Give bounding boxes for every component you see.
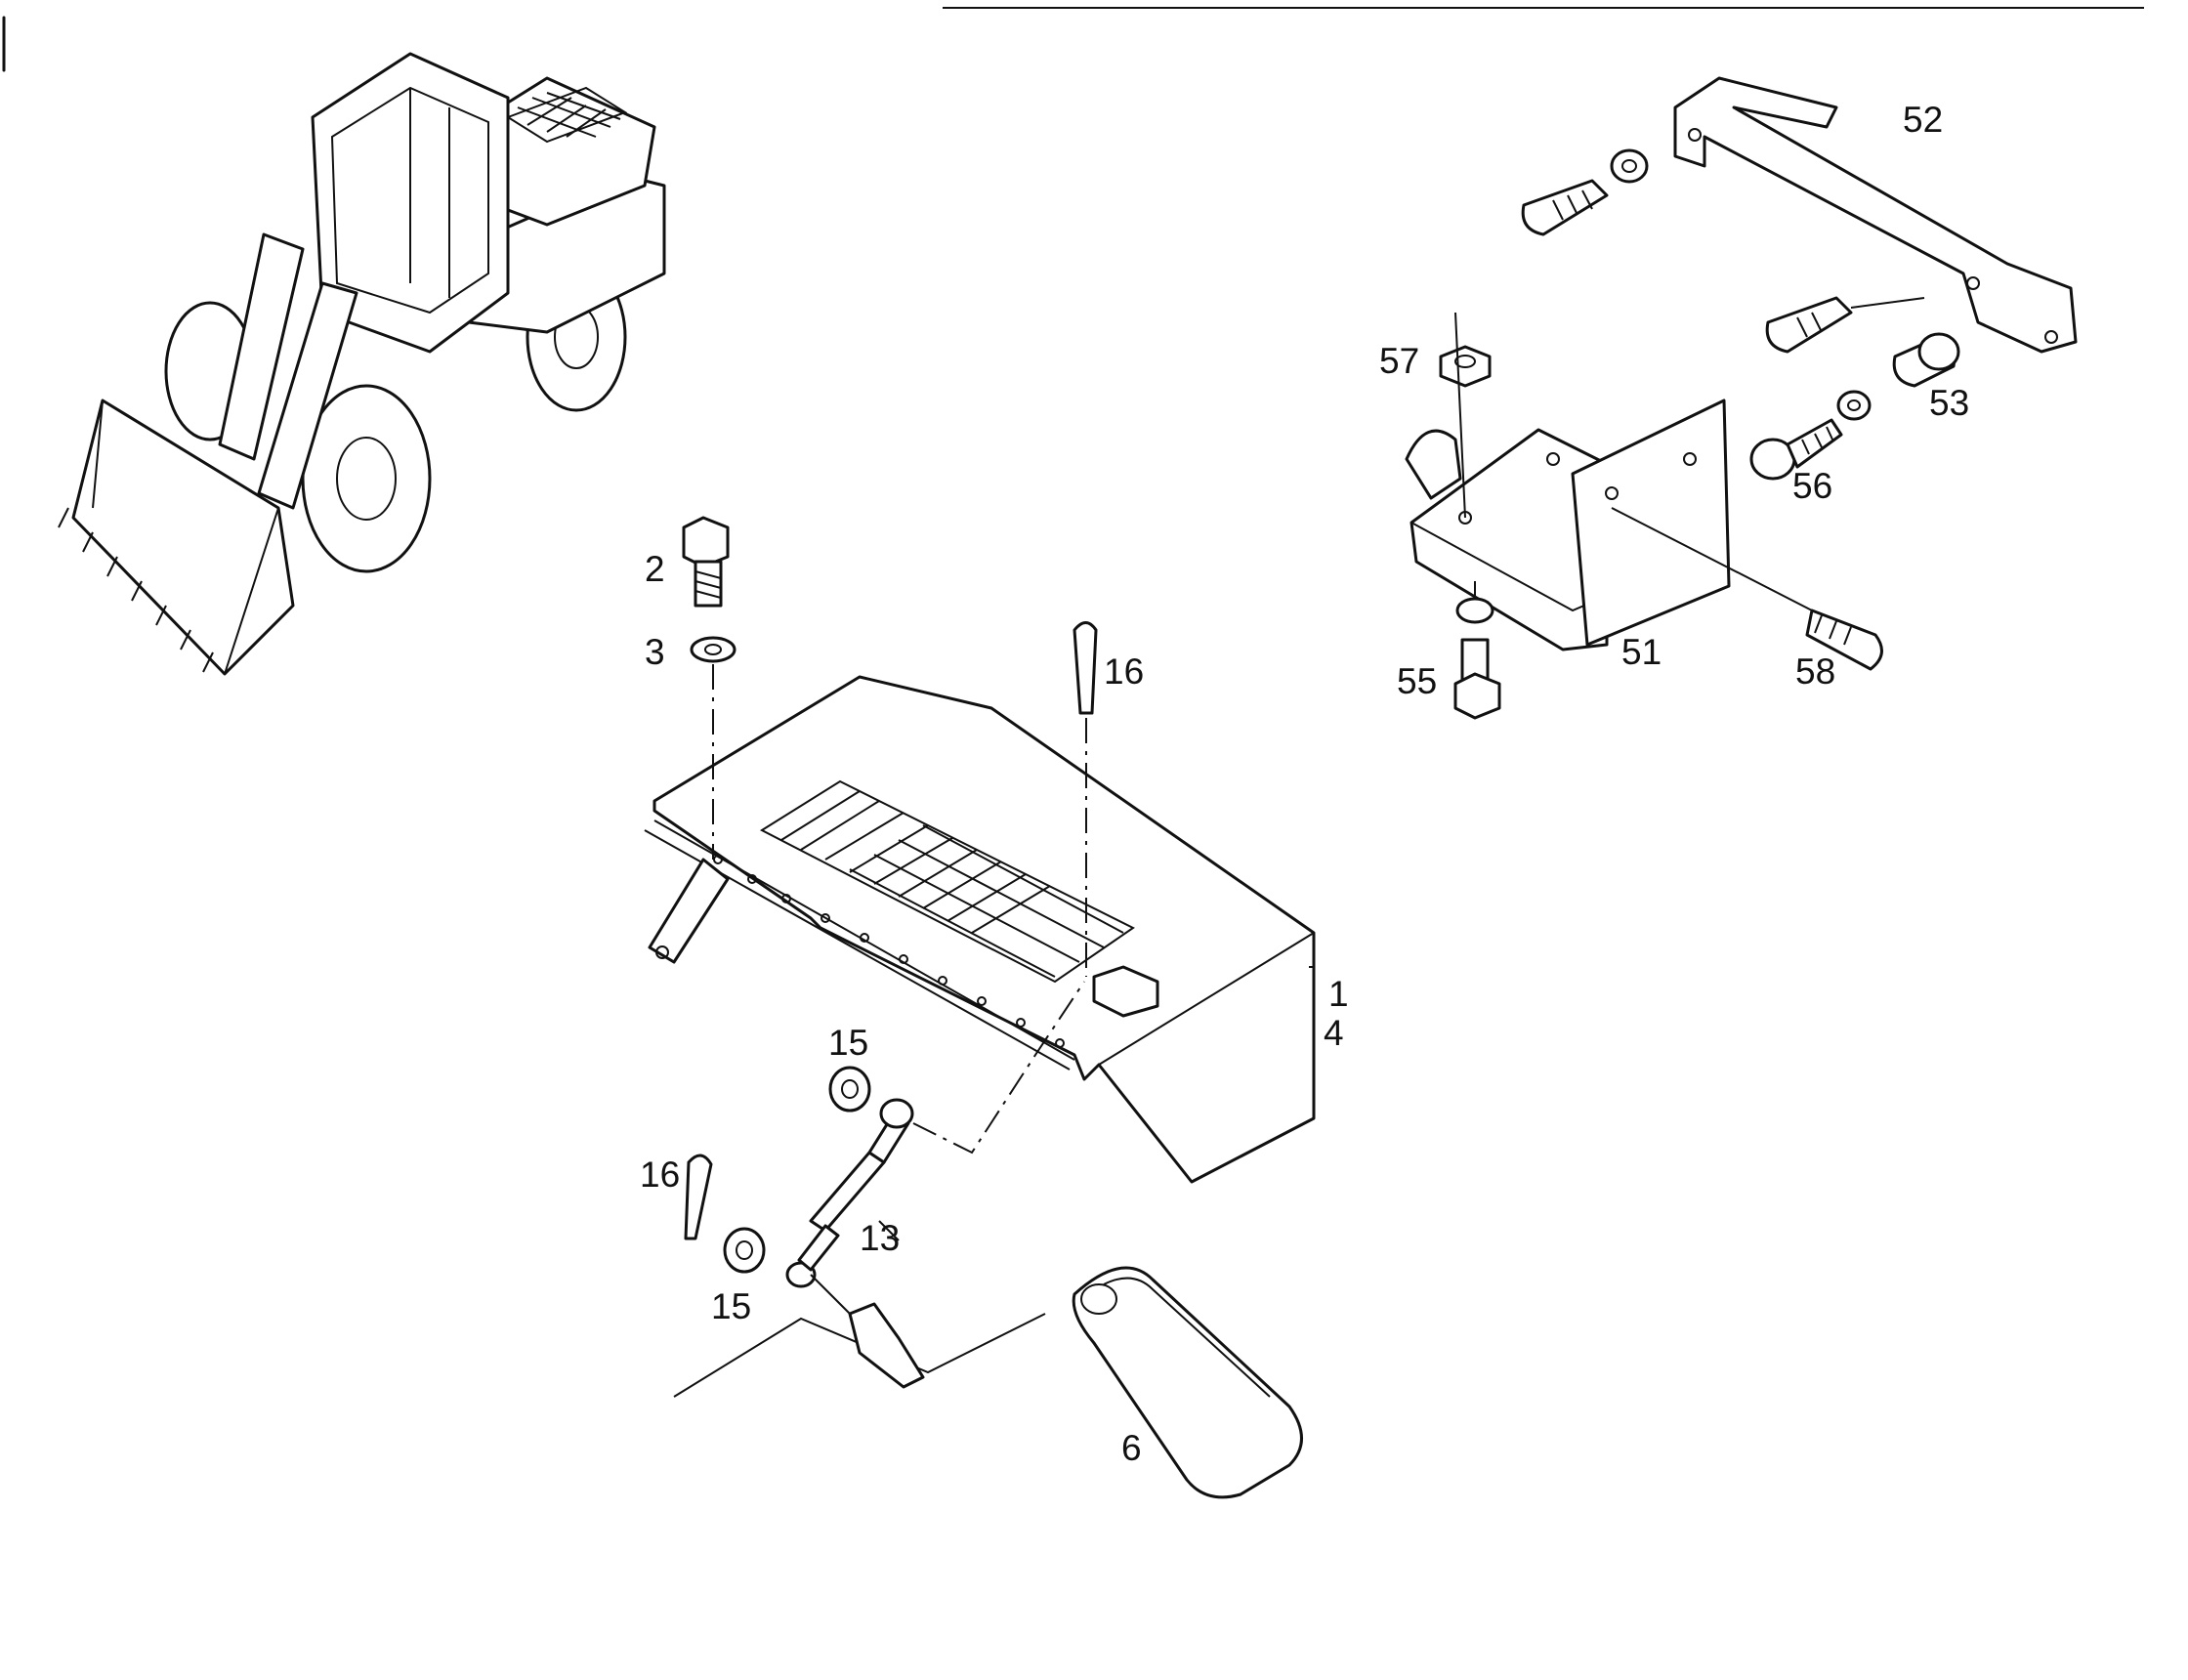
- callout-3: 3: [645, 632, 665, 672]
- callout-15-lower: 15: [711, 1286, 751, 1326]
- callout-57: 57: [1379, 341, 1419, 381]
- washer-part-55: [1455, 597, 1494, 624]
- bracket-part-52: [1673, 76, 2078, 354]
- screw-part-58: [1805, 609, 1883, 671]
- callout-6: 6: [1121, 1428, 1142, 1468]
- mounting-bracket: [673, 1274, 1046, 1398]
- callout-4: 4: [1324, 1013, 1344, 1053]
- washer-part-15-lower: [723, 1227, 766, 1274]
- cover-plate-assembly: [644, 675, 1316, 1184]
- screw-part-56: [1749, 390, 1872, 481]
- callout-56: 56: [1792, 466, 1832, 506]
- screw-middle: [1765, 296, 1925, 354]
- gas-strut-part-13: [785, 1098, 914, 1288]
- callout-53: 53: [1929, 383, 1969, 423]
- callout-51: 51: [1621, 632, 1662, 672]
- wheel-loader-illustration: [58, 52, 666, 676]
- callout-55: 55: [1397, 661, 1437, 701]
- callout-1: 1: [1328, 974, 1349, 1014]
- bolt-part-2: [682, 516, 730, 608]
- handle-grip-part-6: [1072, 1266, 1303, 1499]
- cotter-pin-part-16-upper: [1073, 621, 1098, 715]
- nut-part-57: [1439, 345, 1492, 388]
- callout-2: 2: [645, 549, 665, 589]
- cotter-pin-part-16-lower: [684, 1154, 713, 1240]
- callout-58: 58: [1795, 651, 1835, 692]
- callout-16-lower: 16: [640, 1155, 680, 1195]
- washer-part-3: [690, 636, 736, 663]
- bolt-part-55: [1453, 638, 1501, 720]
- callout-52: 52: [1903, 100, 1943, 140]
- callout-16-upper: 16: [1104, 651, 1144, 692]
- bushing-part-53: [1892, 332, 1960, 388]
- screw-upper: [1521, 148, 1649, 236]
- mount-block-part-51: [1405, 399, 1731, 651]
- callout-13: 13: [860, 1218, 900, 1258]
- callout-15-upper: 15: [828, 1023, 868, 1063]
- washer-part-15-upper: [828, 1066, 871, 1113]
